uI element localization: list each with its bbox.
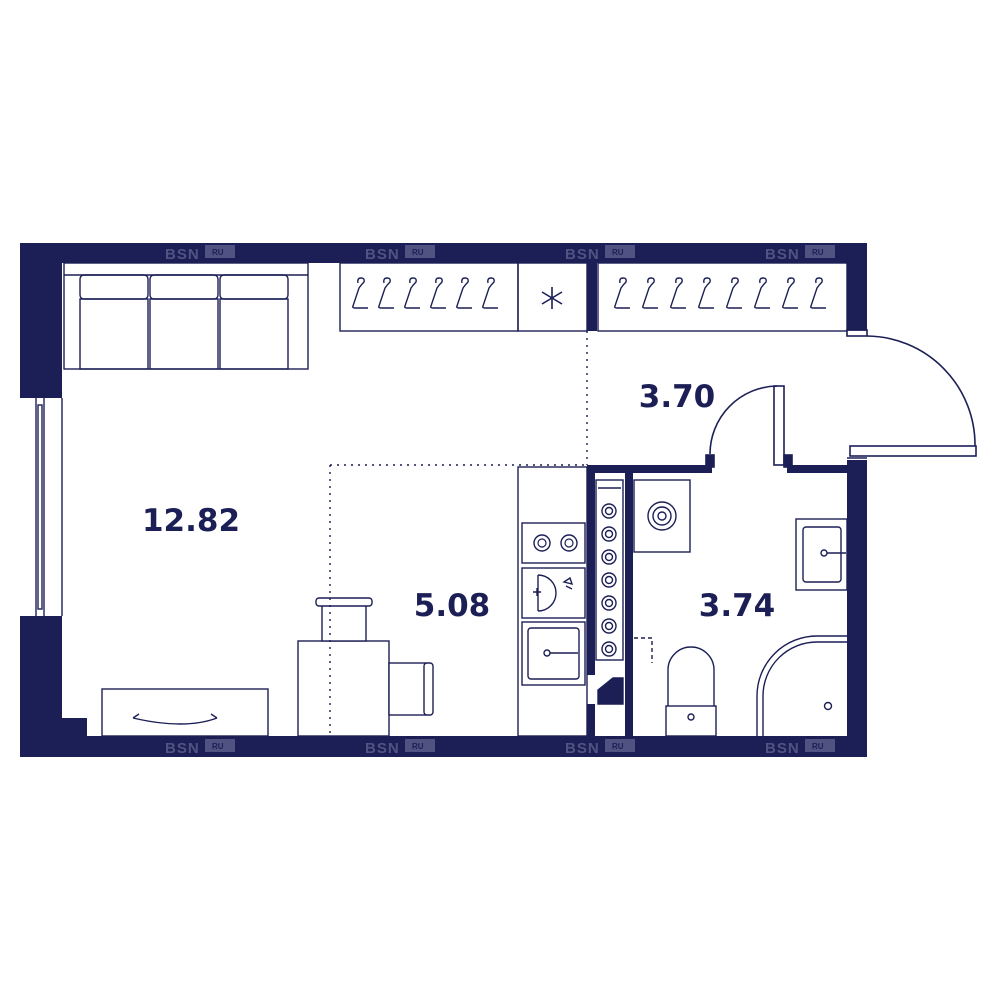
wall-right-lower	[847, 460, 867, 757]
watermark-sub-top-4: RU	[812, 248, 824, 257]
watermark-bottom-1: BSN	[165, 740, 200, 757]
chair-top	[321, 603, 367, 642]
kitchen-area: 5.08	[414, 588, 491, 624]
hallway-door	[705, 385, 793, 468]
wall-right-upper	[847, 243, 867, 330]
wall-bath-left-bottom	[587, 704, 595, 738]
watermark-sub-top-3: RU	[612, 248, 624, 257]
wall-top-stub	[587, 263, 597, 331]
watermark-sub-bottom-2: RU	[412, 742, 424, 751]
living-room-area: 12.82	[142, 503, 240, 539]
watermark-sub-bottom-3: RU	[612, 742, 624, 751]
wall-left-lower	[20, 616, 62, 757]
dining-table	[297, 597, 434, 737]
watermark-bottom-4: BSN	[765, 740, 800, 757]
watermarks: BSN RU BSN RU BSN RU BSN RU BSN RU BSN R…	[165, 245, 835, 757]
kitchen-counter	[517, 466, 588, 737]
watermark-top-4: BSN	[765, 246, 800, 263]
watermark-top-3: BSN	[565, 246, 600, 263]
washing-machine	[633, 479, 691, 553]
wall-left-upper	[20, 243, 62, 398]
watermark-sub-bottom-1: RU	[212, 742, 224, 751]
sofa	[63, 262, 309, 370]
bathroom-fixtures	[633, 479, 848, 737]
wardrobe-left	[339, 262, 519, 332]
wall-bath-top-left	[587, 465, 712, 473]
wall-top	[20, 243, 867, 263]
entrance-door	[846, 329, 977, 460]
wall-bottom	[20, 736, 867, 757]
bed	[101, 688, 269, 737]
walls	[20, 243, 867, 757]
wall-bath-left-top	[587, 465, 595, 675]
bath-sink	[795, 518, 848, 591]
kitchen-sink	[521, 621, 586, 686]
hallway-area: 3.70	[639, 379, 716, 415]
shower	[756, 635, 847, 736]
watermark-sub-top-1: RU	[212, 248, 224, 257]
chair-right	[388, 662, 427, 716]
bathroom-area: 3.74	[699, 588, 776, 624]
water-riser	[634, 637, 653, 663]
wardrobe-right	[597, 262, 848, 332]
watermark-top-1: BSN	[165, 246, 200, 263]
watermark-top-2: BSN	[365, 246, 400, 263]
watermark-bottom-2: BSN	[365, 740, 400, 757]
fridge-cabinet	[517, 262, 588, 332]
watermark-sub-bottom-4: RU	[812, 742, 824, 751]
watermark-sub-top-2: RU	[412, 248, 424, 257]
wall-bath-inner	[625, 473, 633, 738]
window	[28, 398, 63, 616]
utility-shaft	[595, 479, 624, 705]
snowflake-icon	[541, 287, 563, 309]
stove	[521, 522, 586, 564]
kitchen-zone-boundary	[329, 331, 588, 736]
wall-left-corner	[62, 718, 87, 738]
wall-bath-top-right	[787, 465, 847, 473]
dishwasher	[521, 567, 586, 619]
watermark-bottom-3: BSN	[565, 740, 600, 757]
toilet	[665, 646, 717, 737]
